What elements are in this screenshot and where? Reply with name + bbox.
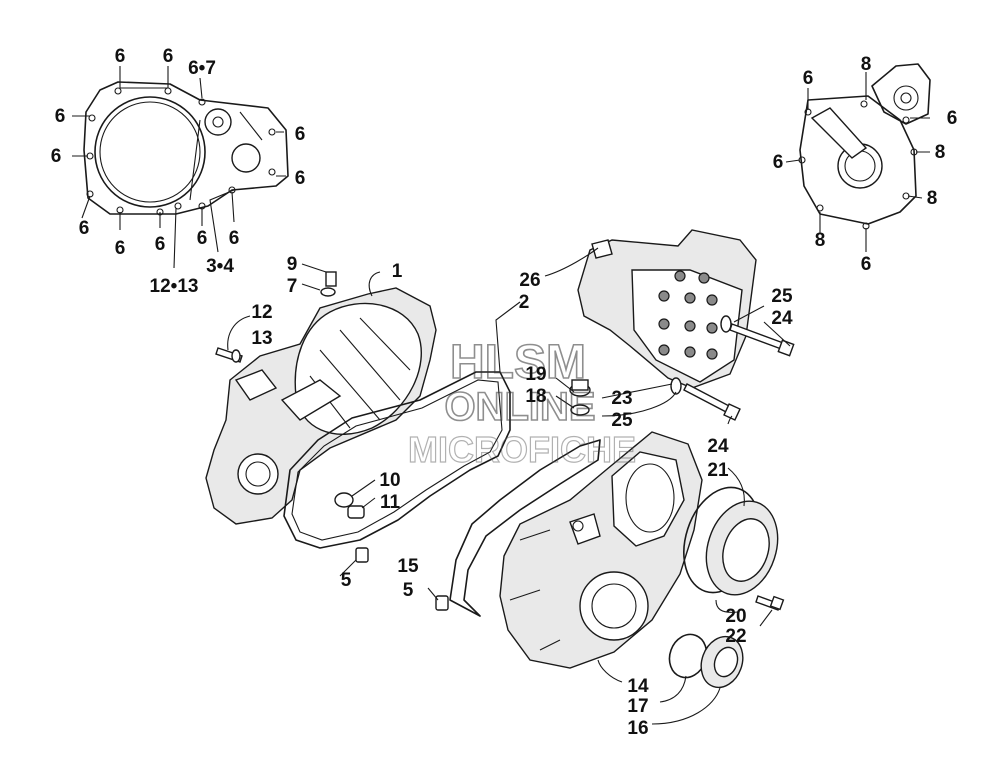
callout-labels-top-left-inset: 6 6 6•7 6 6 6 6 6 6 6 6 6 3•4 12•13 [51,46,306,297]
inset-clutch-cover-bolt-pattern [72,66,289,269]
callout-5-left: 5 [341,570,352,591]
tr-callout-8c: 8 [927,188,938,209]
part-14-magneto-cover [499,431,703,669]
callout-24-upper: 24 [771,308,793,329]
tr-callout-8d: 8 [815,230,826,251]
callout-16: 16 [627,718,648,739]
callout-25-lower: 25 [611,410,633,431]
callout-11: 11 [380,492,401,513]
tr-callout-8b: 8 [935,142,946,163]
callout-labels-main: 1 2 9 7 12 13 10 11 5 15 5 26 19 18 23 2… [251,254,793,739]
tl-callout-6k: 6 [295,168,306,189]
callout-20: 20 [725,606,746,627]
callout-25-upper: 25 [771,286,793,307]
tr-callout-8a: 8 [861,54,872,75]
part-16-plug [700,635,744,689]
callout-21: 21 [707,460,729,481]
tl-callout-6g: 6 [155,234,166,255]
callout-22: 22 [725,626,746,647]
tr-callout-6b: 6 [947,108,958,129]
callout-12: 12 [251,302,272,323]
part-20-inspection-cover [705,500,779,596]
watermark-line-2: ONLINE [444,385,595,429]
watermark-line-3: MICROFICHE [408,429,636,470]
tl-callout-3-4: 3•4 [206,256,234,277]
tl-callout-6c: 6 [55,106,66,127]
callout-26: 26 [519,270,540,291]
tl-callout-6-7: 6•7 [188,58,216,79]
tl-callout-6i: 6 [229,228,240,249]
tl-callout-6j: 6 [295,124,306,145]
part-26-cover-plate [577,229,757,389]
callout-13: 13 [251,328,272,349]
callout-5-right: 5 [403,580,414,601]
callout-14: 14 [627,676,649,697]
tr-callout-6c: 6 [773,152,784,173]
leader-lines [227,247,791,725]
callout-1: 1 [392,261,403,282]
callout-10: 10 [379,470,400,491]
watermark: HLSM ONLINE MICROFICHE [407,335,636,470]
tl-callout-6b: 6 [163,46,174,67]
hardware-small-parts [215,271,795,611]
callout-17: 17 [627,696,648,717]
callout-19: 19 [525,364,546,385]
part-1-clutch-cover [205,287,437,525]
callout-18: 18 [525,386,546,407]
tl-callout-6a: 6 [115,46,126,67]
callout-23: 23 [611,388,632,409]
callout-9: 9 [287,254,298,275]
callout-7: 7 [287,276,298,297]
callout-2: 2 [519,292,530,313]
callout-15: 15 [397,556,419,577]
watermark-line-1: HLSM [450,336,586,389]
tr-callout-6a: 6 [803,68,814,89]
tr-callout-6d: 6 [861,254,872,275]
part-2-gasket [283,371,511,549]
callout-24-lower: 24 [707,436,729,457]
part-2-gasket-inner [291,379,503,541]
tl-callout-6d: 6 [51,146,62,167]
callout-labels-top-right-inset: 6 8 6 6 8 8 8 6 [773,54,958,275]
part-15-gasket [449,439,601,617]
tl-callout-6f: 6 [115,238,126,259]
tl-callout-6h: 6 [197,228,208,249]
tl-callout-6e: 6 [79,218,90,239]
tl-callout-12-13: 12•13 [150,276,199,297]
inset-magneto-cover-bolt-pattern [785,63,931,252]
